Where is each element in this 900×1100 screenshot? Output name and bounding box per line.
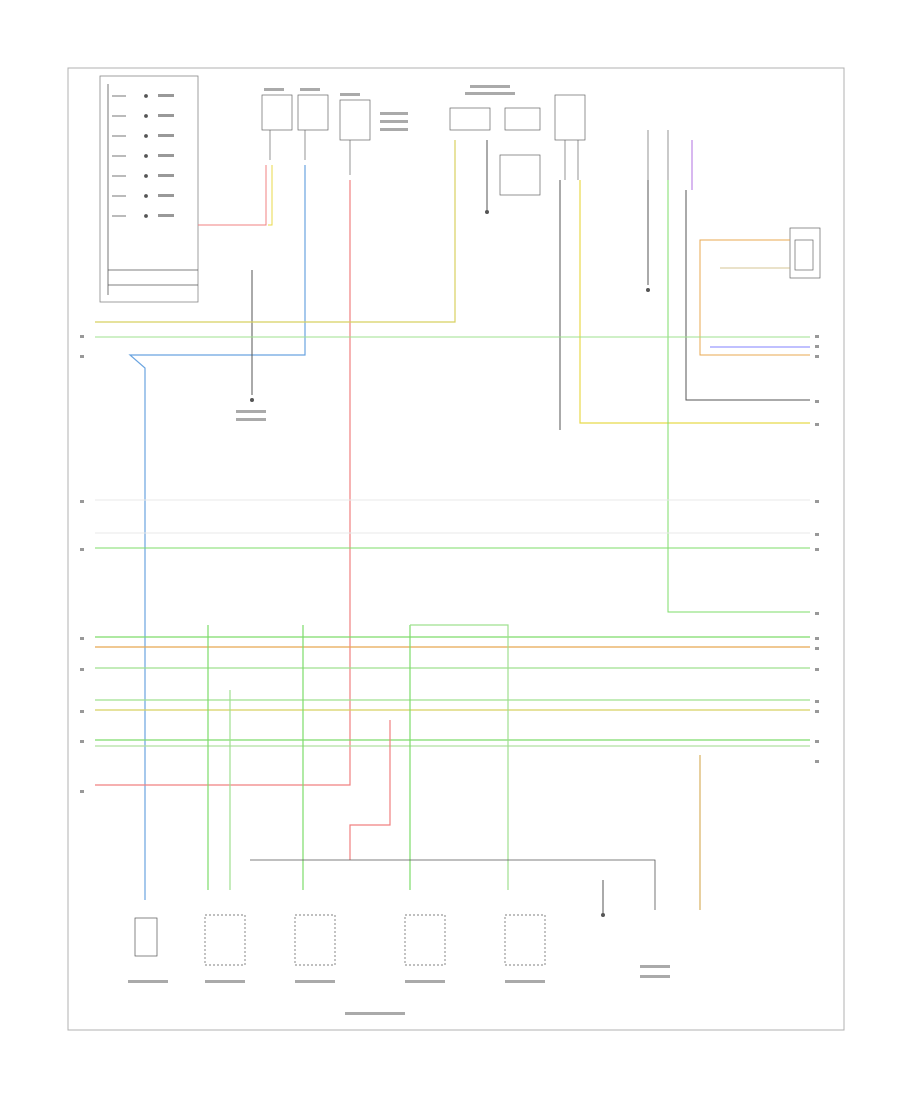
wire-injector-common: [250, 859, 656, 910]
injector-row: [134, 914, 546, 966]
injector-label-placeholders: [128, 965, 670, 1015]
sensor-box: [789, 227, 821, 279]
ecm-connector-top: [449, 107, 541, 196]
ground-symbol-bottom: [601, 913, 605, 917]
switch-block: [99, 75, 199, 303]
wire-yellow-switch: [268, 165, 273, 226]
diagram-frame: [67, 67, 845, 1031]
switch-contacts: [112, 94, 148, 218]
right-pin-column: [815, 335, 819, 763]
right-connectors: [554, 94, 669, 180]
injector-feeds: [207, 624, 701, 910]
wire-blue-main: [128, 165, 306, 900]
wire-green-right: [667, 180, 810, 613]
ground-symbol: [250, 398, 254, 402]
wire-red-main: [95, 180, 351, 786]
ground-symbol-ecm: [485, 210, 489, 214]
wire-yellow-right: [579, 180, 810, 424]
wire-orange-sensor: [699, 239, 810, 356]
fuse-block-1: [261, 94, 371, 175]
wire-black-sensor: [685, 190, 810, 401]
fuse-labels: [264, 88, 408, 131]
lower-bus-bundle: [95, 636, 810, 747]
switch-labels: [158, 94, 174, 217]
wire-yellow-ecm: [95, 140, 456, 323]
wire-red-switch: [198, 165, 267, 226]
left-pin-column: [80, 335, 84, 793]
